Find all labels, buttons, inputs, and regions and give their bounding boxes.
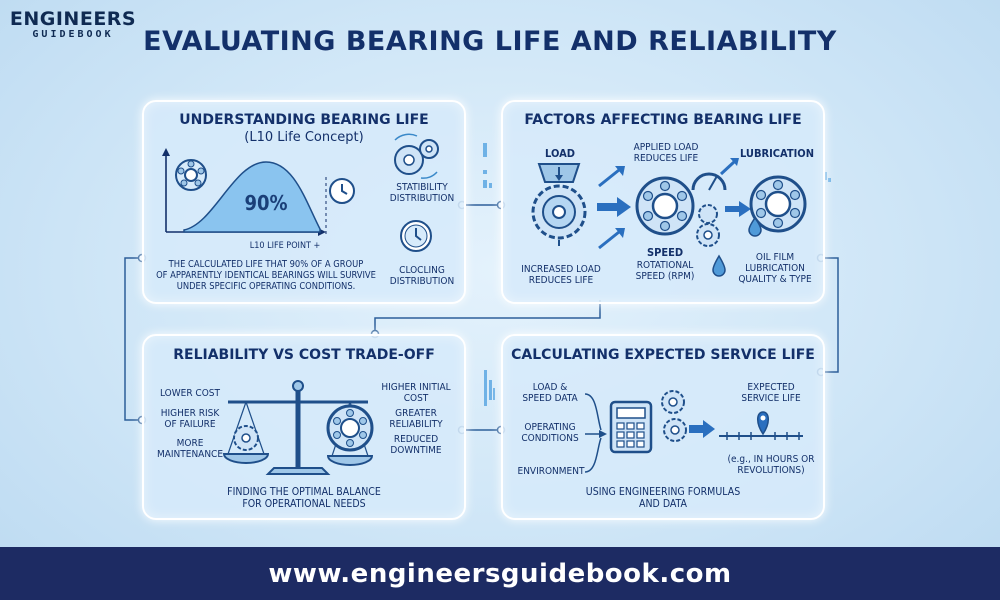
panel-calculating-service-life: CALCULATING EXPECTED SERVICE LIFE LOAD &… [501, 334, 825, 520]
arrow-right-icon [597, 197, 631, 217]
survival-percent: 90% [244, 191, 288, 215]
formulas-caption: USING ENGINEERING FORMULAS AND DATA [585, 486, 741, 510]
more-maintenance-label: MORE MAINTENANCE [156, 438, 224, 460]
arrow-right-icon [689, 420, 715, 438]
rotational-speed-label: ROTATIONAL SPEED (RPM) [635, 260, 695, 282]
panel-title: RELIABILITY VS COST TRADE-OFF [173, 347, 435, 363]
gears-icon [661, 390, 687, 442]
calculator-icon [609, 400, 653, 454]
higher-initial-cost-label: HIGHER INITIAL COST [381, 382, 451, 404]
panel-factors-affecting-life: FACTORS AFFECTING BEARING LIFE LOAD INCR… [501, 100, 825, 304]
load-label: LOAD [545, 147, 575, 160]
applied-load-label: APPLIED LOAD REDUCES LIFE [633, 142, 699, 164]
logo: ENGINEERS GUIDEBOOK [8, 8, 138, 40]
operating-conditions-label: OPERATING CONDITIONS [521, 422, 579, 444]
reduced-downtime-label: REDUCED DOWNTIME [390, 434, 442, 456]
oil-drop-icon [712, 254, 726, 277]
balance-caption: FINDING THE OPTIMAL BALANCE FOR OPERATIO… [227, 486, 381, 510]
increased-load-label: INCREASED LOAD REDUCES LIFE [521, 264, 601, 286]
oil-film-label: OIL FILM LUBRICATION QUALITY & TYPE [738, 252, 812, 285]
gear-cluster-icon [394, 133, 439, 179]
arrow-up-right-icon [719, 158, 739, 176]
website-url[interactable]: www.engineersguidebook.com [268, 558, 732, 589]
clock-icon [329, 178, 355, 204]
panel-subtitle: (L10 Life Concept) [244, 130, 364, 145]
bearing-speed-icon [635, 176, 695, 236]
panel-title: FACTORS AFFECTING BEARING LIFE [524, 112, 802, 128]
speed-label: SPEED [646, 246, 684, 259]
load-speed-data-label: LOAD & SPEED DATA [522, 382, 578, 404]
panel-title: CALCULATING EXPECTED SERVICE LIFE [511, 347, 815, 363]
lower-cost-label: LOWER COST [160, 388, 220, 399]
lubricated-bearing-icon [748, 175, 807, 237]
expected-service-life-label: EXPECTED SERVICE LIFE [741, 382, 801, 404]
environment-label: ENVIRONMENT [517, 466, 585, 477]
units-label: (e.g., IN HOURS OR REVOLUTIONS) [727, 454, 815, 476]
life-description: THE CALCULATED LIFE THAT 90% OF A GROUP … [156, 259, 376, 292]
page-title: EVALUATING BEARING LIFE AND RELIABILITY [143, 26, 837, 57]
gauge-icon [691, 172, 727, 191]
bearing-icon [175, 159, 207, 191]
input-flow-arrows [584, 393, 607, 473]
clocling-label: CLOCLING DISTRIBUTION [389, 265, 455, 287]
small-gears-icon [696, 204, 720, 247]
logo-wordmark-bottom: GUIDEBOOK [32, 29, 114, 40]
arrow-up-right-icon [598, 166, 625, 188]
footer-banner: www.engineersguidebook.com [0, 547, 1000, 600]
l10-point-label: L10 LIFE POINT + [249, 241, 321, 251]
higher-risk-label: HIGHER RISK OF FAILURE [160, 408, 220, 430]
load-gear-icon [531, 163, 587, 246]
panel-reliability-vs-cost: RELIABILITY VS COST TRADE-OFF LOWER COST… [142, 334, 466, 520]
panel-understanding-bearing-life: UNDERSTANDING BEARING LIFE (L10 Life Con… [142, 100, 466, 304]
greater-reliability-label: GREATER RELIABILITY [389, 408, 443, 430]
arrow-right-icon [725, 201, 751, 217]
life-distribution-chart [162, 148, 327, 236]
stability-label: STATIBILITY DISTRIBUTION [389, 182, 455, 204]
panel-title: UNDERSTANDING BEARING LIFE [179, 112, 429, 128]
balance-scale-icon [222, 380, 374, 475]
arrow-down-right-icon [598, 228, 625, 250]
lubrication-label: LUBRICATION [740, 147, 814, 160]
timeline-icon [719, 411, 803, 440]
logo-wordmark-top: ENGINEERS [9, 8, 137, 30]
stopwatch-icon [400, 220, 432, 252]
